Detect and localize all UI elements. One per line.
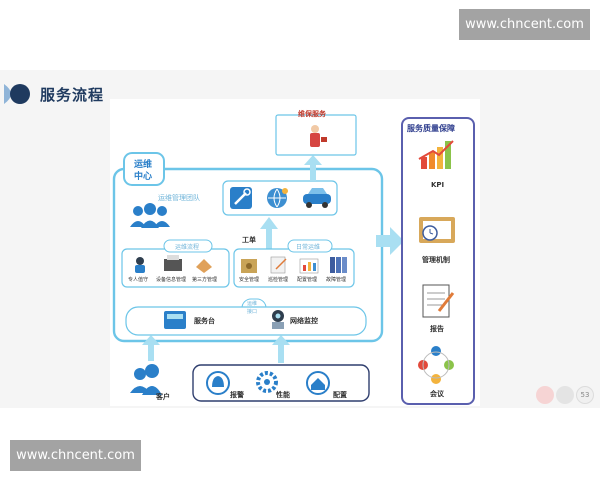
page-number: 53 bbox=[576, 386, 594, 404]
slide-title-bar: 服务流程 bbox=[4, 82, 104, 106]
page-dot-2 bbox=[556, 386, 574, 404]
team-label: 运维管理团队 bbox=[158, 194, 200, 202]
source-performance-label: 性能 bbox=[276, 391, 290, 399]
support-process-label: 运维流程 bbox=[175, 244, 200, 251]
operations-center-line2: 中心 bbox=[134, 172, 153, 182]
left-item-2: 设备信息管理 bbox=[156, 277, 187, 283]
service-desk-label: 服务台 bbox=[194, 317, 215, 325]
left-item-1: 专人值守 bbox=[128, 277, 149, 283]
quality-item-meeting: 会议 bbox=[430, 390, 444, 398]
quality-item-management: 管理机制 bbox=[422, 256, 450, 264]
quality-title: 服务质量保障 bbox=[407, 124, 455, 133]
watermark-bottom: www.chncent.com bbox=[10, 440, 141, 471]
quality-item-kpi: KPI bbox=[431, 181, 445, 189]
service-quality-panel: 服务质量保障 bbox=[401, 117, 475, 405]
meeting-icon bbox=[418, 346, 454, 384]
repair-service-label: 维保服务 bbox=[298, 110, 326, 118]
entry-label-line1: 运维 bbox=[247, 301, 258, 307]
entry-label-line2: 接口 bbox=[247, 309, 258, 315]
right-item-2: 巡检管理 bbox=[268, 277, 289, 283]
process-diagram-graphics bbox=[112, 114, 404, 402]
left-item-3: 第三方管理 bbox=[192, 277, 218, 283]
daily-process-label: 日常运维 bbox=[296, 244, 321, 251]
right-item-3: 配置管理 bbox=[297, 277, 318, 283]
kpi-icon bbox=[418, 140, 454, 169]
work-order-label: 工单 bbox=[242, 236, 256, 244]
watermark-top: www.chncent.com bbox=[459, 9, 590, 40]
right-item-4: 故障管理 bbox=[326, 277, 347, 283]
title-decoration-icon bbox=[4, 82, 32, 106]
report-icon bbox=[422, 284, 455, 318]
operations-center-line1: 运维 bbox=[134, 160, 153, 170]
source-alarm-label: 报警 bbox=[230, 391, 244, 399]
page-dot-1 bbox=[536, 386, 554, 404]
customer-label: 客户 bbox=[156, 393, 170, 401]
quality-icons bbox=[418, 140, 455, 384]
management-icon bbox=[419, 217, 455, 243]
right-item-1: 安全管理 bbox=[239, 277, 260, 283]
slide-title: 服务流程 bbox=[40, 85, 105, 104]
quality-item-report: 报告 bbox=[430, 325, 444, 333]
source-config-label: 配置 bbox=[333, 391, 347, 399]
network-monitor-label: 网络监控 bbox=[290, 317, 318, 325]
